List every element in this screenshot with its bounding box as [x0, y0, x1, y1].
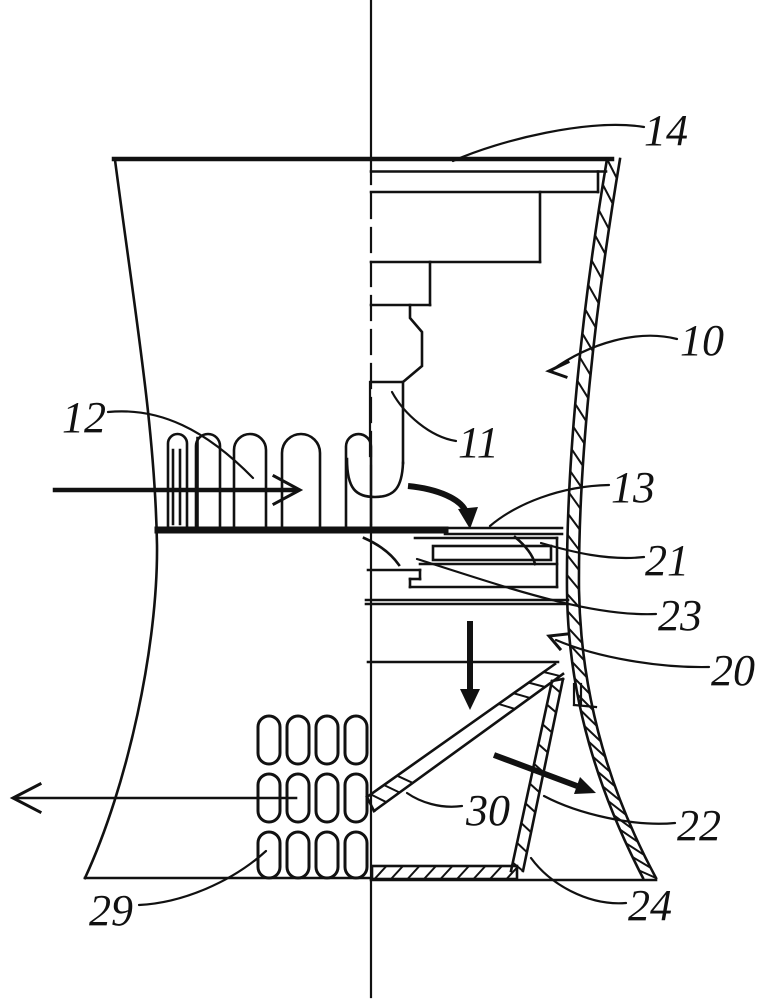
outlet-flow-arrow [492, 752, 596, 794]
leader-24 [529, 856, 628, 905]
fan-blade-right [513, 535, 537, 566]
air-inlet-arrow [52, 473, 304, 507]
top-cover-plates [369, 170, 608, 194]
downward-flow-arrow [460, 621, 480, 710]
ref-label-21: 21 [645, 536, 689, 585]
eliminator-slot [285, 714, 311, 766]
fan-deck-assembly [154, 526, 570, 606]
eliminator-slot [256, 714, 282, 766]
leader-20 [546, 632, 711, 669]
ref-label-11: 11 [458, 418, 499, 467]
shell-wall-section [369, 157, 658, 882]
leader-14 [451, 123, 646, 163]
eliminator-slot [343, 830, 369, 880]
support-strut [365, 662, 565, 813]
eliminator-slot [256, 830, 282, 880]
shell-hatch-marks [566, 158, 657, 879]
downturn-flow-arrow [407, 483, 478, 529]
eliminator-slot [314, 772, 340, 824]
air-outlet-left-arrow [9, 781, 298, 815]
fan-blade-left [362, 536, 401, 567]
leader-29 [137, 849, 268, 907]
leader-13 [488, 483, 611, 528]
ref-label-13: 13 [611, 463, 655, 512]
leader-21 [539, 541, 646, 560]
leader-lines [106, 123, 711, 907]
leader-10 [545, 334, 679, 379]
eliminator-slot [314, 714, 340, 766]
shaft-and-nozzle [345, 380, 405, 499]
eliminator-slot [343, 714, 369, 766]
drift-eliminator-grid [256, 714, 369, 880]
ref-label-20: 20 [711, 646, 755, 695]
ref-label-24: 24 [628, 881, 672, 930]
eliminator-slot [314, 830, 340, 880]
motor-assembly [369, 190, 542, 384]
eliminator-slot [343, 772, 369, 824]
reference-numerals: 14 10 12 11 13 21 23 20 30 22 29 24 [62, 106, 755, 935]
louver-slots [166, 432, 373, 528]
ref-label-12: 12 [62, 393, 106, 442]
ref-label-29: 29 [89, 886, 133, 935]
leader-30 [405, 791, 464, 808]
eliminator-slot [285, 830, 311, 880]
ref-label-30: 30 [465, 786, 510, 835]
ref-label-23: 23 [658, 591, 702, 640]
deflector-hatch-marks [512, 684, 561, 872]
leader-22 [542, 794, 677, 825]
strut-hatch-marks [370, 671, 561, 803]
basin-hatch-marks [374, 865, 519, 880]
leader-12 [106, 410, 255, 480]
ref-label-14: 14 [644, 106, 688, 155]
leader-11 [390, 390, 458, 443]
ref-label-22: 22 [677, 801, 721, 850]
basin-plate [370, 864, 519, 881]
ref-label-10: 10 [680, 316, 724, 365]
leader-23 [415, 557, 658, 616]
